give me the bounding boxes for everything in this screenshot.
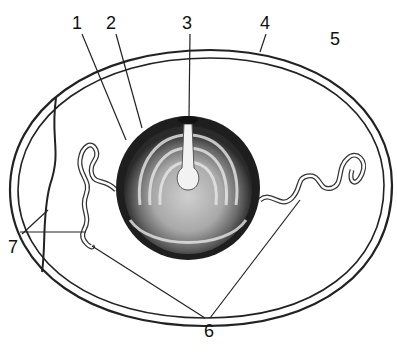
callout-number: 7: [8, 238, 18, 256]
germinal-disc: [178, 116, 198, 124]
shell-membrane: [18, 58, 384, 318]
callout-number: 6: [204, 322, 214, 340]
yolk-membrane: [116, 116, 260, 260]
air-cell: [42, 98, 56, 272]
chalaza: [260, 155, 364, 202]
callout-number: 3: [182, 14, 192, 32]
chalaza-core: [260, 155, 364, 202]
callout-number: 5: [330, 30, 340, 48]
callout-number: 2: [106, 14, 116, 32]
callout-number: 1: [72, 14, 82, 32]
callout-number: 4: [260, 14, 270, 32]
latebra: [177, 124, 199, 190]
leader-lines: [20, 34, 300, 318]
shell-outer: [10, 50, 392, 326]
